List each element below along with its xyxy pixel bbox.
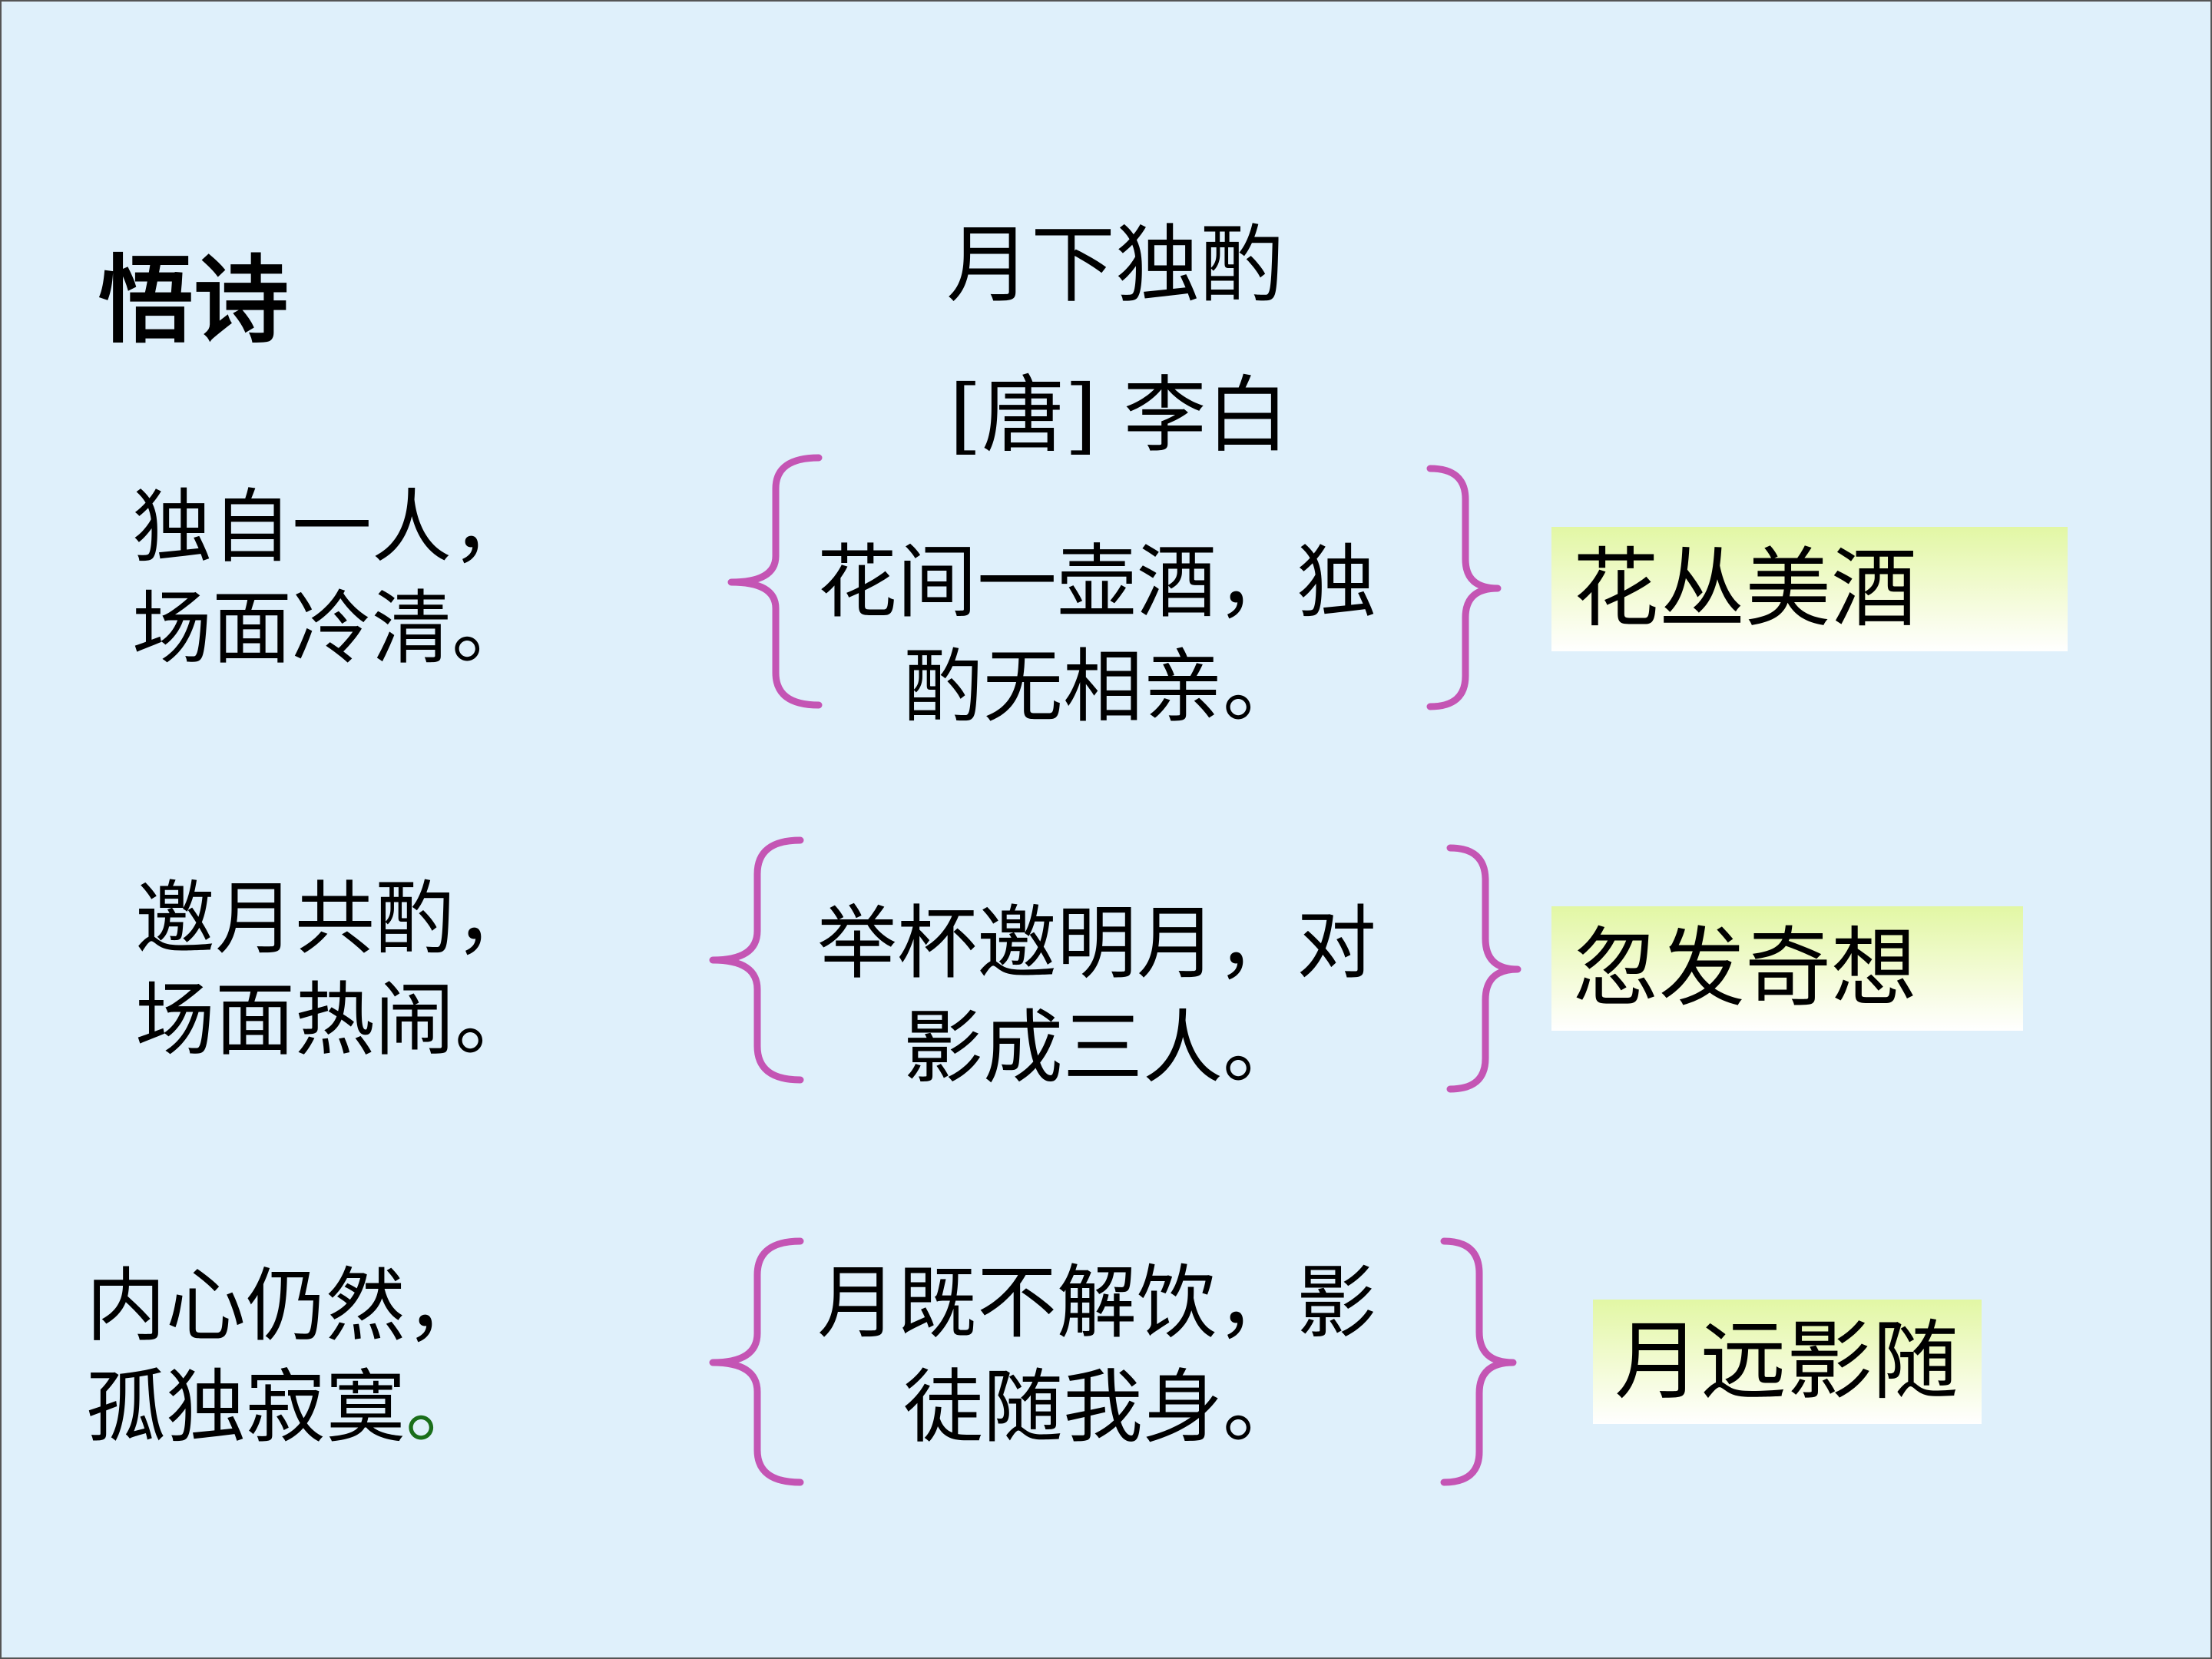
row3-note: 内心仍然， 孤独寂寞。 bbox=[86, 1255, 485, 1458]
row1-left-brace bbox=[727, 454, 823, 709]
row1-verse-line2: 酌无相亲。 bbox=[903, 640, 1303, 733]
row3-note-line1: 内心仍然， bbox=[86, 1259, 486, 1353]
row3-right-brace bbox=[1440, 1237, 1517, 1486]
row3-summary-box: 月远影随 bbox=[1593, 1300, 1982, 1424]
row2-summary-box: 忽发奇想 bbox=[1551, 906, 2023, 1031]
poem-author: [唐] 李白 bbox=[949, 368, 1290, 464]
row1-verse-line1: 花间一壶酒，独 bbox=[817, 535, 1377, 629]
row1-note-line1: 独自一人， bbox=[132, 480, 532, 574]
row2-summary: 忽发奇想 bbox=[1573, 919, 1917, 1018]
row1-summary-box: 花丛美酒 bbox=[1551, 527, 2068, 651]
row3-verse: 月既不解饮，影 徒随我身。 bbox=[817, 1250, 1376, 1459]
row2-note-line2: 场面热闹。 bbox=[135, 973, 535, 1067]
row1-note: 独自一人， 场面冷清。 bbox=[132, 476, 531, 679]
poem-title: 月下独酌 bbox=[946, 216, 1284, 314]
row3-verse-line1: 月既不解饮，影 bbox=[817, 1256, 1377, 1349]
row3-left-brace bbox=[709, 1237, 804, 1486]
row1-summary: 花丛美酒 bbox=[1573, 539, 1917, 639]
row2-right-brace bbox=[1446, 844, 1522, 1093]
row3-note-line2: 孤独寂寞。 bbox=[86, 1356, 485, 1458]
row2-verse-line2: 影成三人。 bbox=[903, 1001, 1303, 1094]
row3-note-line2-text: 孤独寂寞 bbox=[86, 1360, 406, 1454]
row1-right-brace bbox=[1426, 465, 1502, 710]
row1-note-line2: 场面冷清。 bbox=[132, 581, 532, 675]
row3-verse-line2: 徒随我身。 bbox=[903, 1360, 1303, 1454]
row2-verse-line1: 举杯邀明月，对 bbox=[817, 896, 1377, 990]
row2-verse: 举杯邀明月，对 影成三人。 bbox=[817, 891, 1376, 1100]
row2-note: 邀月共酌， 场面热闹。 bbox=[135, 868, 535, 1071]
row2-note-line1: 邀月共酌， bbox=[135, 872, 535, 965]
row3-summary: 月远影随 bbox=[1614, 1312, 1959, 1412]
section-title: 悟诗 bbox=[98, 246, 290, 356]
row2-left-brace bbox=[709, 836, 804, 1084]
row1-verse: 花间一壶酒，独 酌无相亲。 bbox=[817, 530, 1376, 739]
green-period: 。 bbox=[406, 1360, 486, 1454]
